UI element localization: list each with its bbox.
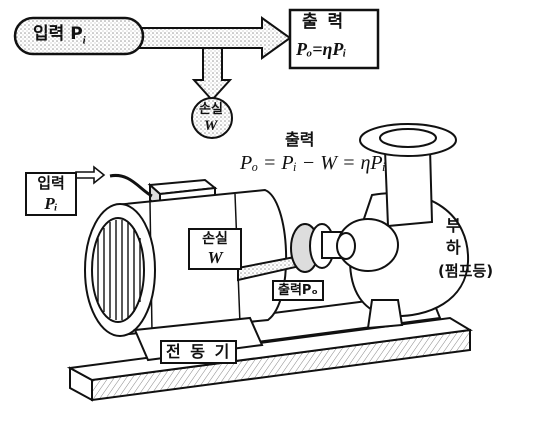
pump-foot	[366, 299, 404, 330]
base-frame	[66, 291, 473, 402]
flow-arrow-loss	[191, 47, 233, 102]
motor-input-symbol: Pᵢ	[44, 194, 58, 213]
flow-loss-label: 손실	[199, 102, 223, 117]
flow-loss-symbol: W	[204, 118, 218, 134]
motor-name-label: 전 동 기	[160, 340, 238, 364]
motor-loss-symbol: W	[207, 248, 223, 267]
pump	[336, 123, 470, 330]
flow-output-label: 출 력	[302, 12, 346, 32]
flow-diagram	[13, 8, 380, 139]
motor-input-label: 입력	[37, 174, 65, 192]
load-label-line3: (펌프등)	[438, 262, 494, 280]
load-label-line1: 부	[446, 216, 461, 235]
flow-input-capsule	[13, 16, 145, 56]
cooling-grille	[97, 220, 141, 320]
flow-input-label: 입력 Pi	[33, 24, 86, 47]
flow-output-formula: Pₒ=ηPᵢ	[296, 39, 347, 59]
power-cable	[109, 173, 153, 198]
flow-output-box	[288, 8, 380, 70]
motor-input-arrow	[75, 165, 106, 185]
discharge-pipe	[383, 146, 434, 228]
motor-loss-box: 손실 W	[188, 228, 242, 270]
motor-loss-label: 손실	[202, 231, 228, 247]
flow-arrow-main	[139, 16, 292, 60]
motor-output-label: 출력Pₒ	[272, 280, 324, 301]
load-label-line2: 하	[446, 238, 461, 257]
equation-label: 출력	[285, 130, 315, 149]
shaft-coupling	[237, 223, 345, 282]
flow-loss-circle	[191, 97, 233, 139]
motor-input-box: 입력 Pᵢ	[25, 172, 77, 216]
equation-formula: Pₒ = Pᵢ − W = ηPᵢ	[240, 152, 386, 174]
